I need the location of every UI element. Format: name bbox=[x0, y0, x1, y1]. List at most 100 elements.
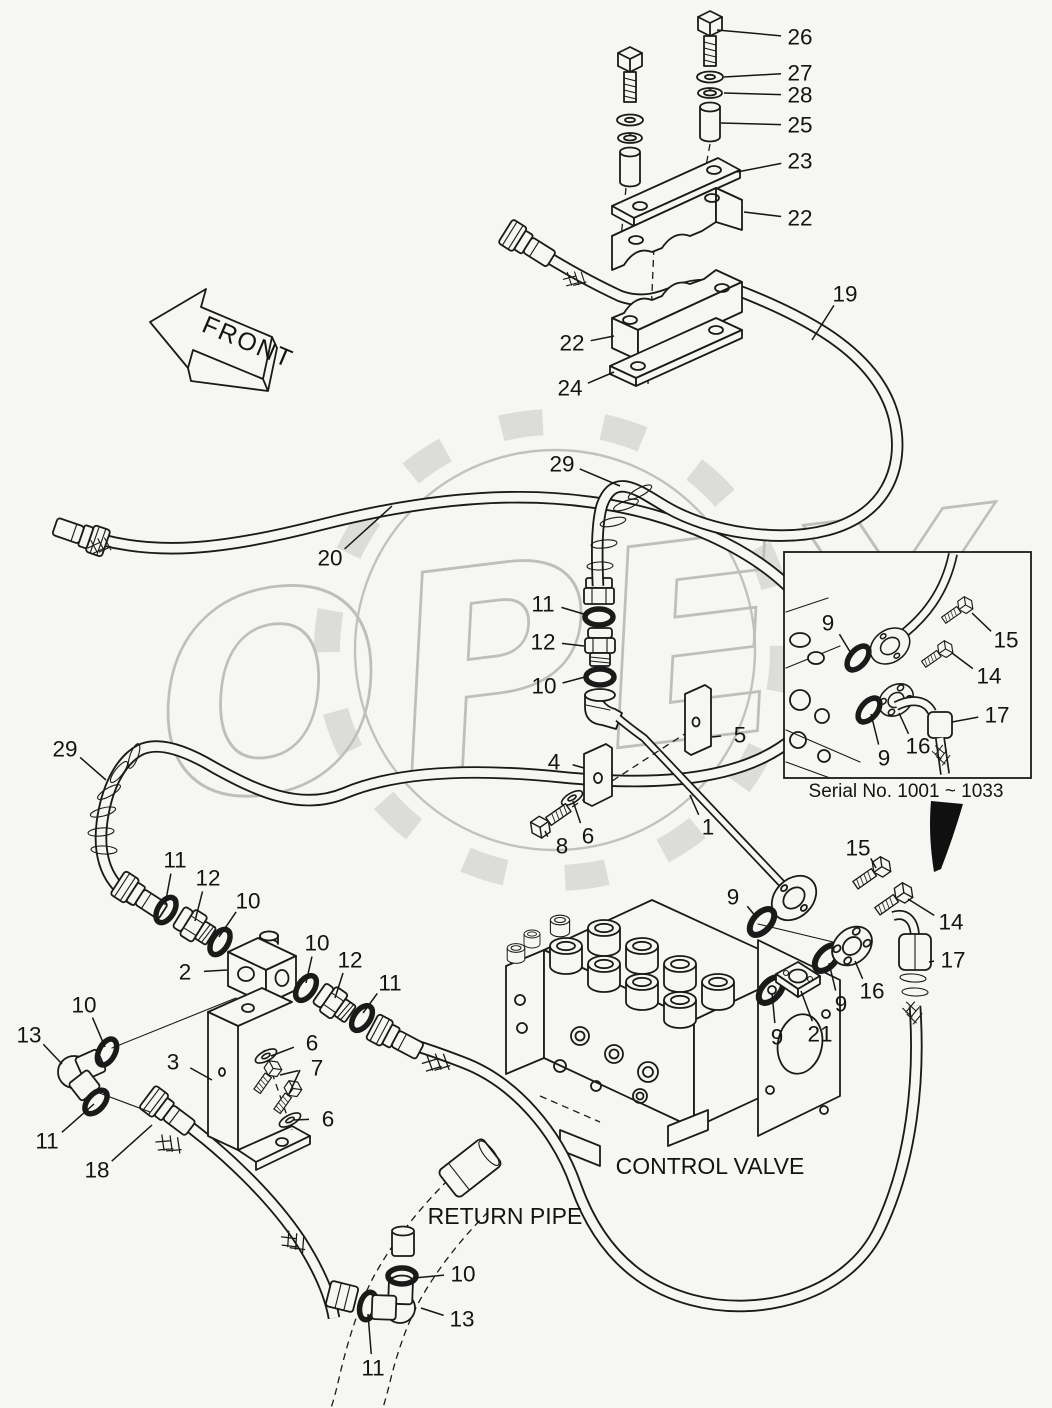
callout-28: 28 bbox=[787, 83, 812, 108]
leader-line-4 bbox=[572, 764, 585, 769]
callout-14: 14 bbox=[976, 664, 1001, 689]
callout-6: 6 bbox=[306, 1031, 319, 1056]
leader-line-12 bbox=[334, 972, 344, 999]
callout-29: 29 bbox=[52, 737, 77, 762]
bolt-26 bbox=[697, 10, 723, 67]
leader-line-10 bbox=[305, 956, 313, 984]
callout-11: 11 bbox=[378, 971, 401, 996]
callout-22: 22 bbox=[559, 331, 584, 356]
leader-line-16 bbox=[898, 712, 910, 735]
leader-line-17 bbox=[951, 716, 979, 723]
leader-line-10 bbox=[91, 1017, 106, 1048]
leader-line-29 bbox=[79, 756, 107, 781]
leader-line-3 bbox=[189, 1067, 213, 1081]
spacer-25 bbox=[699, 101, 721, 143]
leader-line-26 bbox=[716, 29, 782, 37]
elbow-13-left bbox=[57, 997, 237, 1118]
leader-line-9 bbox=[746, 905, 758, 919]
leader-line-18 bbox=[111, 1124, 153, 1162]
leader-line-9 bbox=[828, 962, 837, 991]
clamp-plate-5 bbox=[684, 684, 712, 756]
pipe-1 bbox=[615, 714, 827, 931]
clamp-assembly-top bbox=[609, 10, 743, 387]
hose-18-end-nut bbox=[325, 1280, 360, 1313]
leader-line-11 bbox=[561, 606, 588, 616]
leader-line-28 bbox=[723, 92, 782, 96]
leader-line-17 bbox=[928, 960, 935, 963]
callout-3: 3 bbox=[167, 1050, 180, 1075]
callout-11: 11 bbox=[35, 1129, 58, 1154]
callout-17: 17 bbox=[984, 703, 1009, 728]
leader-line-9 bbox=[838, 633, 853, 656]
leader-line-10 bbox=[218, 911, 237, 938]
plate-23 bbox=[611, 157, 741, 227]
control-valve-label: CONTROL VALVE bbox=[616, 1153, 805, 1179]
bracket-3 bbox=[207, 987, 311, 1171]
hose-19-fitting bbox=[497, 218, 560, 273]
leader-line-12 bbox=[194, 891, 204, 922]
callout-17: 17 bbox=[940, 948, 965, 973]
leader-line-6 bbox=[270, 1046, 295, 1057]
callout-8: 8 bbox=[556, 834, 569, 859]
serial-note: Serial No. 1001 ~ 1033 bbox=[809, 781, 1004, 802]
leader-line-13 bbox=[420, 1307, 444, 1317]
leader-line-23 bbox=[736, 162, 782, 173]
leader-line-10 bbox=[413, 1274, 445, 1279]
callout-21: 21 bbox=[807, 1022, 832, 1047]
leader-line-27 bbox=[723, 72, 782, 78]
hose-20 bbox=[49, 491, 834, 925]
callout-10: 10 bbox=[450, 1262, 475, 1287]
leader-line-1 bbox=[689, 794, 700, 816]
hose-17-left-fitting bbox=[364, 1012, 428, 1065]
callout-12: 12 bbox=[530, 630, 555, 655]
callout-13: 13 bbox=[16, 1023, 41, 1048]
leader-line-13 bbox=[42, 1043, 63, 1065]
control-valve bbox=[505, 899, 841, 1167]
hose-20-end-fitting bbox=[109, 869, 172, 925]
callout-1: 1 bbox=[702, 815, 715, 840]
callout-12: 12 bbox=[337, 948, 362, 973]
elbow-13-bottom bbox=[357, 1268, 416, 1323]
elbow-fitting bbox=[584, 688, 623, 730]
leader-line-6 bbox=[572, 800, 582, 824]
front-arrow: FRONT bbox=[149, 288, 298, 392]
hose-20-fitting bbox=[49, 512, 112, 558]
adapter-chain-right bbox=[291, 972, 376, 1034]
callout-16: 16 bbox=[905, 734, 930, 759]
leader-line-7 bbox=[279, 1069, 299, 1076]
leader-line-8 bbox=[544, 830, 549, 838]
callout-25: 25 bbox=[787, 113, 812, 138]
leader-line-20 bbox=[344, 505, 393, 550]
leader-line-24 bbox=[587, 371, 615, 384]
leader-line-2 bbox=[203, 969, 228, 973]
callout-12: 12 bbox=[195, 866, 220, 891]
leader-line-5 bbox=[711, 735, 722, 738]
callout-10: 10 bbox=[235, 889, 260, 914]
callout-20: 20 bbox=[317, 546, 342, 571]
callout-9: 9 bbox=[878, 746, 891, 771]
callout-15: 15 bbox=[993, 628, 1018, 653]
leader-line-15 bbox=[870, 858, 877, 869]
callout-19: 19 bbox=[832, 282, 857, 307]
callout-layer: 2627282523221922242920291112105468111121… bbox=[16, 25, 1018, 1381]
callout-11: 11 bbox=[163, 848, 186, 873]
leader-line-21 bbox=[800, 990, 814, 1022]
callout-9: 9 bbox=[822, 611, 835, 636]
leader-line-29 bbox=[579, 468, 621, 487]
callout-26: 26 bbox=[787, 25, 812, 50]
hose-17 bbox=[364, 910, 932, 1313]
leader-line-10 bbox=[562, 676, 586, 684]
clamp-22-lower bbox=[611, 269, 743, 361]
callout-27: 27 bbox=[787, 61, 812, 86]
callout-14: 14 bbox=[938, 910, 963, 935]
washer-28 bbox=[697, 87, 723, 99]
callout-9: 9 bbox=[727, 885, 740, 910]
callout-23: 23 bbox=[787, 149, 812, 174]
leader-line-15 bbox=[971, 612, 992, 632]
leader-line-7b bbox=[287, 1069, 301, 1097]
callout-10: 10 bbox=[531, 674, 556, 699]
callout-6: 6 bbox=[322, 1107, 335, 1132]
adapter-chain-left bbox=[152, 894, 234, 958]
callout-4: 4 bbox=[548, 750, 561, 775]
